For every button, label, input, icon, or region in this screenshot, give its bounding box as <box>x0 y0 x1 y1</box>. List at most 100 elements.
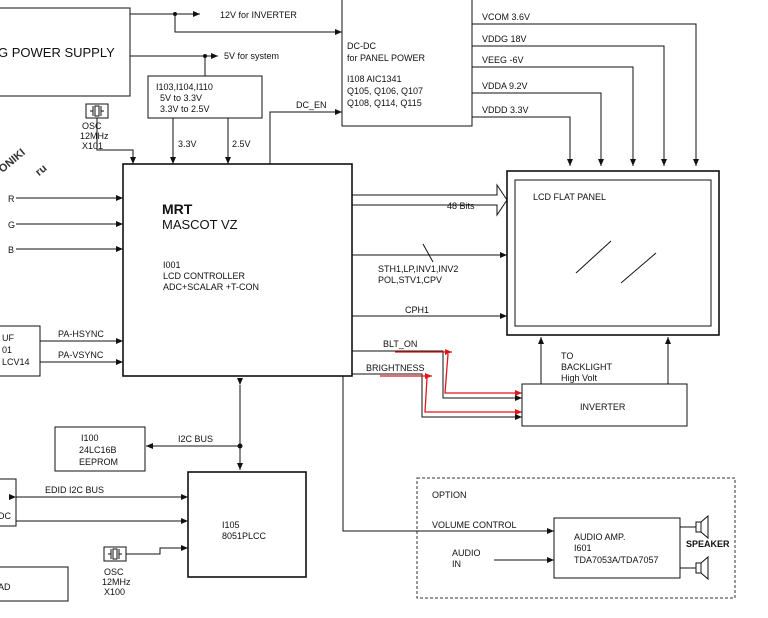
label-r: R <box>8 194 15 204</box>
wire-vddg <box>472 45 667 166</box>
osc-bottom-line-2: 12MHz <box>102 577 131 587</box>
crystal-top-icon <box>90 105 104 117</box>
label-brightness: BRIGHTNESS <box>366 363 425 373</box>
osc-top-line-3: X101 <box>82 141 103 151</box>
regulator-line-2: 5V to 3.3V <box>160 93 202 103</box>
label-backlight-3: High Volt <box>561 373 598 383</box>
speaker-icon-top <box>695 514 709 540</box>
watermark-text: ONIKI <box>0 147 28 176</box>
label-blt-on: BLT_ON <box>383 339 417 349</box>
sync-box-line-1: UF <box>2 333 14 343</box>
mcu-line-1: I105 <box>222 520 240 530</box>
label-backlight-1: TO <box>561 351 573 361</box>
label-audio-in-2: IN <box>452 559 461 569</box>
eeprom-line-2: 24LC16B <box>79 445 117 455</box>
label-veeg: VEEG -6V <box>482 55 524 65</box>
sync-source-block <box>0 325 41 377</box>
bus-48-bits <box>352 183 508 217</box>
option-frame <box>416 477 736 599</box>
label-vddg: VDDG 18V <box>482 34 527 44</box>
label-vdda: VDDA 9.2V <box>482 81 528 91</box>
sync-box-line-3: LCV14 <box>2 357 30 367</box>
label-speaker: SPEAKER <box>686 539 730 549</box>
wire-dc-en <box>269 109 342 164</box>
label-vddd: VDDD 3.3V <box>482 105 529 115</box>
wire-vddd <box>472 116 573 166</box>
wire-volume <box>342 376 554 534</box>
dcdc-line-4: Q105, Q106, Q107 <box>347 86 423 96</box>
wire-osc-bottom <box>126 545 188 555</box>
osc-top-line-1: OSC <box>82 121 102 131</box>
eeprom-line-3: EEPROM <box>79 457 118 467</box>
mrt-title: MRT <box>162 201 193 217</box>
lcd-panel-label: LCD FLAT PANEL <box>533 192 606 202</box>
label-volume: VOLUME CONTROL <box>432 520 517 530</box>
highlight-brightness-path <box>424 377 522 415</box>
junction-5v <box>203 54 207 58</box>
bus-slash <box>422 243 434 263</box>
label-audio-in-1: AUDIO <box>452 548 481 558</box>
watermark: ONIKI ru <box>0 147 49 179</box>
label-vcom: VCOM 3.6V <box>482 12 530 22</box>
audio-amp-line-3: TDA7053A/TDA7057 <box>574 555 659 565</box>
wire-osc-top <box>96 118 136 164</box>
label-cph1: CPH1 <box>405 305 429 315</box>
left-ad-label: AD <box>0 582 11 592</box>
dcdc-line-5: Q108, Q114, Q115 <box>347 98 422 108</box>
wire-brightness <box>352 373 522 420</box>
power-supply-label: G POWER SUPPLY <box>0 45 115 60</box>
mrt-controller-block <box>122 163 353 377</box>
dcdc-line-2: for PANEL POWER <box>347 53 426 63</box>
label-pol: POL,STV1,CPV <box>378 275 442 285</box>
dcdc-line-3: I108 AIC1341 <box>347 74 402 84</box>
left-ad-block <box>0 566 69 602</box>
osc-top-line-2: 12MHz <box>80 131 109 141</box>
wire-blt-on <box>352 350 522 401</box>
label-g: G <box>8 220 15 230</box>
label-option: OPTION <box>432 490 467 500</box>
wire-12v-dcdc <box>174 14 342 35</box>
highlight-blt-on-path <box>444 353 522 396</box>
label-b: B <box>8 245 14 255</box>
label-5v-system: 5V for system <box>224 51 279 61</box>
label-backlight-2: BACKLIGHT <box>561 362 613 372</box>
watermark-text-2: ru <box>33 162 49 178</box>
left-dc-block <box>0 478 17 527</box>
wire-veeg <box>472 66 636 166</box>
label-dc-en: DC_EN <box>296 100 327 110</box>
wire-vdda <box>472 92 604 166</box>
label-pa-hsync: PA-HSYNC <box>58 329 104 339</box>
left-dc-label: DC <box>0 511 11 521</box>
label-2v5: 2.5V <box>232 139 251 149</box>
mrt-desc-3: ADC+SCALAR +T-CON <box>163 282 259 292</box>
label-12v-inverter: 12V for INVERTER <box>220 10 297 20</box>
mrt-desc-1: I001 <box>163 260 181 270</box>
wire-vcom <box>472 23 699 166</box>
lcd-panel-inner <box>514 179 712 327</box>
mrt-desc-2: LCD CONTROLLER <box>163 271 246 281</box>
audio-amp-line-2: I601 <box>574 543 592 553</box>
label-pa-vsync: PA-VSYNC <box>58 350 104 360</box>
eeprom-line-1: I100 <box>81 433 99 443</box>
label-3v3: 3.3V <box>178 139 197 149</box>
junction-12v <box>173 12 177 16</box>
crystal-bottom-icon <box>108 548 122 560</box>
power-supply-block <box>0 7 131 97</box>
osc-bottom-line-3: X100 <box>104 587 125 597</box>
mrt-subtitle: MASCOT VZ <box>162 217 238 232</box>
mcu-line-2: 8051PLCC <box>222 531 267 541</box>
speaker-icon-bottom <box>695 555 709 581</box>
lcd-glare-2 <box>620 252 657 284</box>
mcu-block <box>187 471 307 578</box>
inverter-block <box>521 383 688 427</box>
label-edid: EDID I2C BUS <box>45 485 104 495</box>
lcd-glare-1 <box>575 240 612 274</box>
regulator-block <box>147 75 263 119</box>
eeprom-block <box>54 426 146 472</box>
label-i2c-bus: I2C BUS <box>178 434 213 444</box>
sync-box-line-2: 01 <box>2 345 12 355</box>
regulator-line-1: I103,I104,I110 <box>156 82 213 92</box>
inverter-label: INVERTER <box>580 402 626 412</box>
osc-bottom-line-1: OSC <box>104 567 124 577</box>
